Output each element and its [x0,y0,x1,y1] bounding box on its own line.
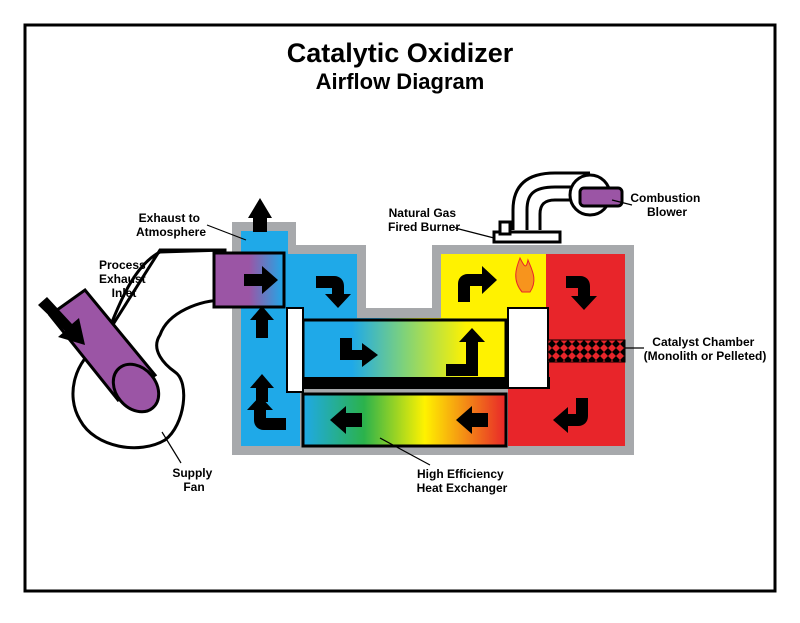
heat-exchanger-divider [300,377,550,389]
label-heat-exchanger: High Efficiency Heat Exchanger [417,467,508,495]
leader-line [206,224,247,241]
label-natural-gas-fired-burner: Natural Gas Fired Burner [388,206,460,234]
combustion-blower [511,171,624,230]
arrow-icon [458,266,497,302]
label-supply-fan: Supply Fan [172,466,215,494]
burner-body [492,230,562,244]
arrow-icon [250,306,274,338]
arrow-icon [247,396,286,430]
flame-icon [515,256,535,293]
arrow-icon [566,276,597,310]
diagram-subtitle: Airflow Diagram [316,69,485,94]
diagram-title: Catalytic Oxidizer [287,38,514,68]
arrow-icon [456,406,488,434]
catalyst-bed [547,339,626,363]
label-combustion-blower: Combustion Blower [630,191,703,219]
leader-line [161,431,182,464]
label-catalyst-chamber: Catalyst Chamber (Monolith or Pelleted) [644,335,767,363]
arrow-icon [446,328,485,376]
arrow-icon [250,374,274,402]
arrow-icon [330,406,362,434]
leader-line [454,227,495,239]
leader-line [379,437,431,466]
leader-line [611,199,633,206]
arrow-icon [340,338,378,367]
process-exhaust-inlet-pipe [38,287,161,414]
arrow-icon [316,276,351,308]
arrow-icon [38,297,85,345]
arrow-icon [553,398,588,433]
label-exhaust-to-atmosphere: Exhaust to Atmosphere [136,211,206,239]
arrow-icon [248,198,272,232]
label-process-exhaust-inlet: Process Exhaust Inlet [99,258,149,300]
arrow-icon [244,266,278,294]
